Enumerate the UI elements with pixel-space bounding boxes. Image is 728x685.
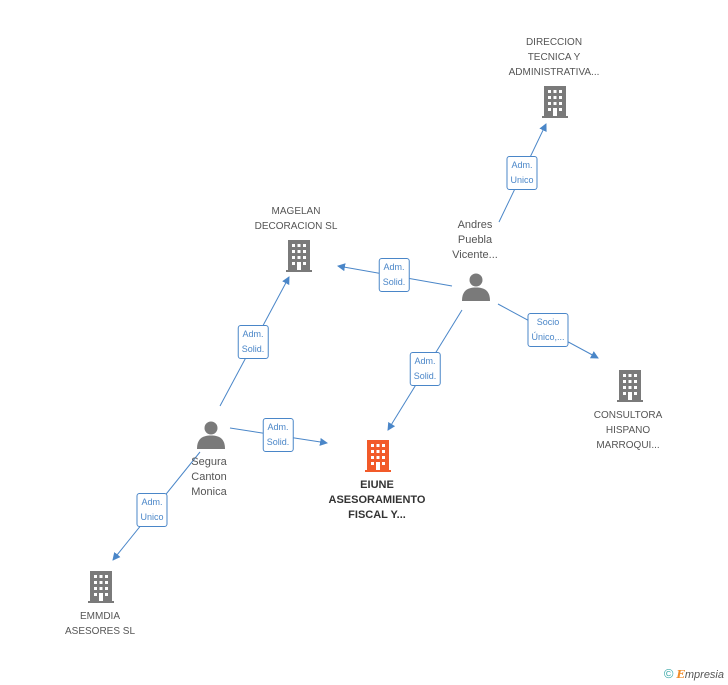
label-line: Canton (191, 471, 227, 483)
building-icon[interactable] (617, 370, 643, 402)
edge-label-line: Solid. (266, 437, 290, 447)
label-line: MARROQUI... (596, 440, 660, 451)
label-line: ASESORES SL (64, 626, 136, 637)
edge-label-andres-direccion: Adm. Unico (506, 156, 538, 190)
label-line: Monica (191, 486, 227, 498)
node-label-direccion-tecnica[interactable]: DIRECCION TECNICA Y ADMINISTRATIVA... (509, 35, 600, 80)
edge-label-line: Adm. (267, 422, 289, 432)
empresia-brand: ©Empresia (664, 666, 724, 681)
label-line: HISPANO (605, 425, 651, 436)
edge-label-line: Socio (536, 317, 560, 327)
edge-label-line: Único,... (531, 332, 565, 342)
edge-label-line: Solid. (382, 277, 406, 287)
label-line: DIRECCION (525, 37, 583, 48)
label-line: ASESORAMIENTO (328, 494, 426, 506)
label-line: Andres (457, 219, 493, 231)
edge-label-line: Adm. (383, 262, 405, 272)
person-icon[interactable] (462, 273, 490, 302)
label-line: CONSULTORA (593, 410, 663, 421)
label-line: TECNICA Y (527, 52, 581, 63)
label-line: DECORACION SL (254, 221, 338, 232)
edge-label-segura-magelan: Adm. Solid. (237, 325, 269, 359)
edge-label-line: Adm. (141, 497, 163, 507)
edge-label-line: Unico (510, 175, 534, 185)
building-icon[interactable] (88, 571, 114, 603)
label-line: Vicente... (452, 249, 498, 261)
building-icon[interactable] (542, 86, 568, 118)
edge-label-line: Solid. (241, 344, 265, 354)
node-label-consultora-hispano[interactable]: CONSULTORA HISPANO MARROQUI... (594, 408, 663, 453)
edge-label-andres-eiune: Adm. Solid. (409, 352, 441, 386)
node-label-segura-canton[interactable]: Segura Canton Monica (191, 455, 226, 500)
label-line: MAGELAN (271, 206, 321, 217)
edge-label-line: Solid. (413, 371, 437, 381)
edge-label-line: Adm. (511, 160, 533, 170)
brand-initial: E (676, 668, 685, 681)
node-label-andres-puebla[interactable]: Andres Puebla Vicente... (452, 218, 498, 263)
label-line: EMMDIA (80, 611, 120, 622)
node-label-magelan-decoracion[interactable]: MAGELAN DECORACION SL (255, 204, 338, 234)
building-icon[interactable] (286, 240, 312, 272)
node-label-eiune-asesoramiento[interactable]: EIUNE ASESORAMIENTO FISCAL Y... (329, 478, 426, 523)
edge-label-andres-consultora: Socio Único,... (527, 313, 569, 347)
label-line: ADMINISTRATIVA... (508, 67, 600, 78)
main-company-building-icon[interactable] (365, 440, 391, 472)
edge-label-segura-eiune: Adm. Solid. (262, 418, 294, 452)
edge-label-line: Adm. (414, 356, 436, 366)
label-line: Segura (191, 456, 227, 468)
label-line: FISCAL Y... (348, 509, 406, 521)
edge-label-line: Adm. (242, 329, 264, 339)
brand-name: mpresia (684, 669, 724, 681)
edge-label-segura-emmdia: Adm. Unico (136, 493, 168, 527)
edge-label-line: Unico (140, 512, 164, 522)
label-line: Puebla (457, 234, 493, 246)
edge-label-andres-magelan: Adm. Solid. (378, 258, 410, 292)
person-icon[interactable] (197, 421, 225, 450)
label-line: EIUNE (360, 479, 394, 491)
node-label-emmdia-asesores[interactable]: EMMDIA ASESORES SL (65, 609, 135, 639)
copyright-icon: © (663, 666, 674, 681)
